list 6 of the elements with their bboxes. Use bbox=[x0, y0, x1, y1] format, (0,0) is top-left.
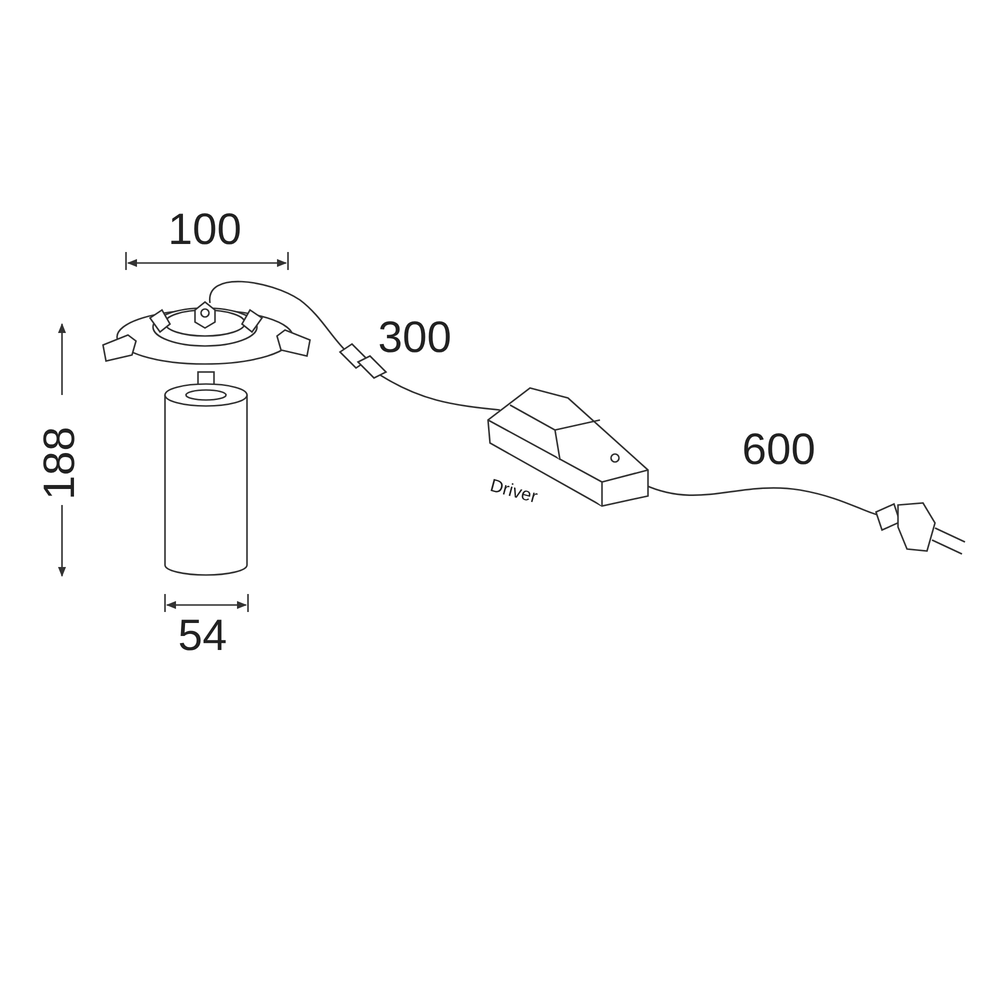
dimension-label: 600 bbox=[742, 428, 816, 472]
dimension-label: 100 bbox=[168, 208, 242, 252]
part-label: Driver bbox=[488, 476, 540, 506]
dimension-label: 54 bbox=[178, 614, 227, 658]
dimension-label: 300 bbox=[378, 316, 452, 360]
dimension-label: 188 bbox=[38, 426, 82, 500]
